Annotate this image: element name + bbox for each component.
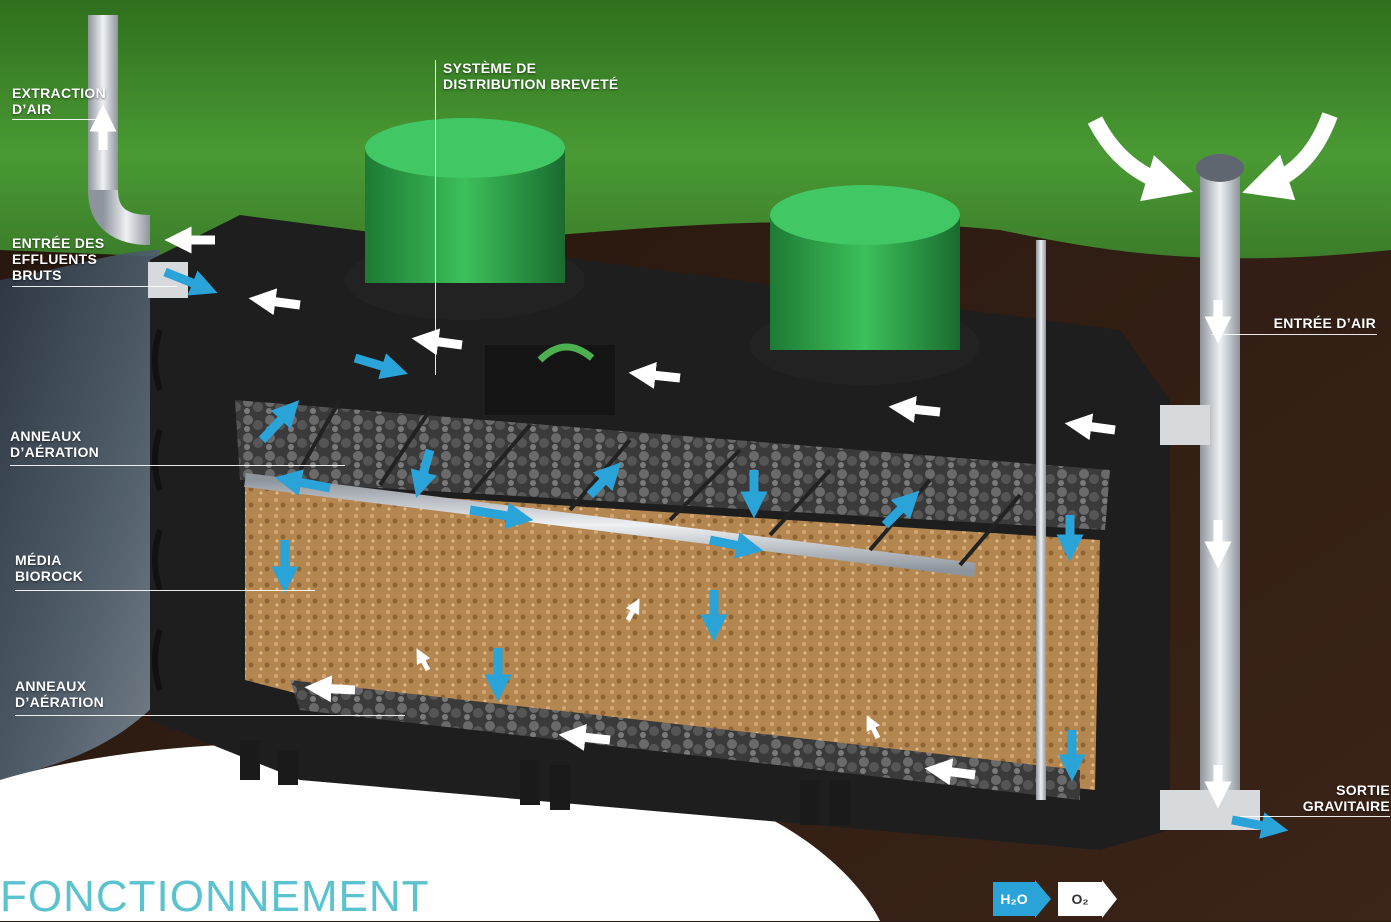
label-air-inlet: ENTRÉE D’AIR — [1273, 315, 1376, 331]
rotate-arrow-icon — [537, 343, 595, 363]
label-gravity-outlet: SORTIE GRAVITAIRE — [1302, 782, 1390, 814]
label-aeration-rings-top: ANNEAUX D’AÉRATION — [10, 428, 100, 460]
label-distribution-system: SYSTÈME DE DISTRIBUTION BREVETÉ — [443, 60, 619, 92]
leader-gravity-outlet — [1240, 816, 1390, 817]
legend-water-arrow-tip — [1035, 880, 1051, 918]
leader-air-extraction — [12, 119, 107, 120]
leader-aeration-rings-top — [10, 465, 345, 466]
label-raw-effluent-inlet: ENTRÉE DES EFFLUENTS BRUTS — [12, 235, 105, 283]
legend-water-arrow: H₂O — [993, 882, 1035, 916]
leader-raw-effluent-inlet — [12, 286, 177, 287]
legend-oxygen-arrow: O₂ — [1058, 882, 1102, 916]
label-biorock-media: MÉDIA BIOROCK — [15, 552, 84, 584]
leader-aeration-rings-bottom — [15, 715, 405, 716]
label-aeration-rings-bottom: ANNEAUX D’AÉRATION — [15, 678, 105, 710]
page-title: FONCTIONNEMENT — [0, 872, 430, 921]
leader-distribution-system — [435, 60, 436, 375]
legend-oxygen-arrow-tip — [1102, 880, 1117, 918]
label-air-extraction: EXTRACTION D’AIR — [12, 85, 106, 117]
leader-biorock-media — [15, 590, 315, 591]
leader-air-inlet — [1212, 334, 1377, 335]
